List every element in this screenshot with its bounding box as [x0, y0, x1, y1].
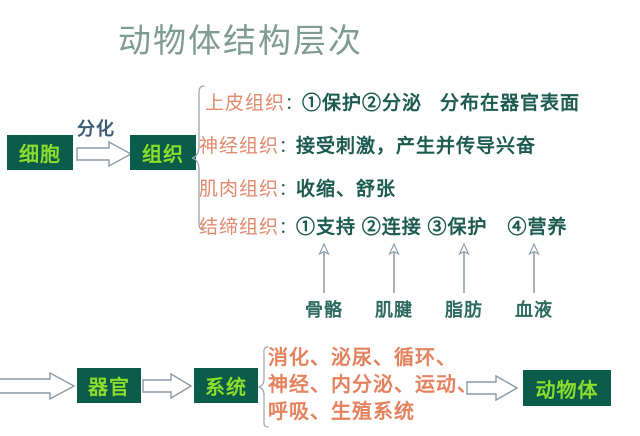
label-differentiation: 分化 — [77, 119, 115, 139]
box-cell: 细胞 — [8, 136, 72, 169]
page-title: 动物体结构层次 — [118, 24, 363, 60]
tissue-desc: ①保护②分泌 — [302, 93, 423, 114]
arrow-up-fat — [457, 243, 471, 293]
tissue-name: 上皮组织 — [205, 93, 286, 114]
brace-tissue-types — [190, 84, 206, 232]
label-blood: 血液 — [515, 300, 553, 320]
arrow-up-blood — [527, 243, 541, 293]
label-fat: 脂肪 — [445, 300, 483, 320]
system-list: 消化、泌尿、循环、 神经、内分泌、运动、 呼吸、生殖系统 — [268, 345, 478, 426]
tissue-colon: ： — [279, 137, 297, 156]
tissue-name: 神经组织 — [199, 136, 280, 157]
arrow-cell-to-tissue — [76, 140, 133, 168]
arrow-organ-to-system — [142, 372, 193, 400]
arrow-up-tendon — [387, 243, 401, 293]
tissue-row: 肌肉组织：收缩、舒张 — [199, 174, 396, 201]
system-line: 消化、泌尿、循环、 — [268, 347, 457, 369]
brace-system-list — [258, 345, 270, 429]
tissue-colon: ： — [279, 218, 297, 237]
system-line: 呼吸、生殖系统 — [268, 401, 415, 423]
tissue-desc: 接受刺激，产生并传导兴奋 — [296, 136, 537, 157]
tissue-row: 神经组织：接受刺激，产生并传导兴奋 — [199, 131, 536, 158]
tissue-row: 结缔组织：①支持 ②连接 ③保护 ④营养 — [199, 212, 568, 239]
box-organ: 器官 — [78, 369, 140, 402]
box-system: 系统 — [195, 369, 257, 402]
tissue-colon: ： — [285, 94, 303, 113]
label-bone: 骨骼 — [305, 300, 343, 320]
arrow-system-to-animal — [466, 374, 519, 402]
tissue-name: 肌肉组织 — [199, 179, 280, 200]
system-line: 神经、内分泌、运动、 — [268, 374, 478, 396]
tissue-desc: ①支持 ②连接 ③保护 ④营养 — [296, 217, 568, 238]
box-animal-body: 动物体 — [524, 371, 610, 405]
tissue-desc-extra: 分布在器官表面 — [440, 93, 581, 114]
tissue-row: 上皮组织：①保护②分泌分布在器官表面 — [205, 88, 580, 115]
label-tendon: 肌腱 — [375, 300, 413, 320]
tissue-desc: 收缩、舒张 — [296, 179, 397, 200]
arrow-tissue-to-organ — [0, 371, 76, 401]
box-tissue: 组织 — [131, 136, 195, 169]
tissue-colon: ： — [279, 180, 297, 199]
tissue-name: 结缔组织 — [199, 217, 280, 238]
arrow-up-bone — [317, 243, 331, 293]
